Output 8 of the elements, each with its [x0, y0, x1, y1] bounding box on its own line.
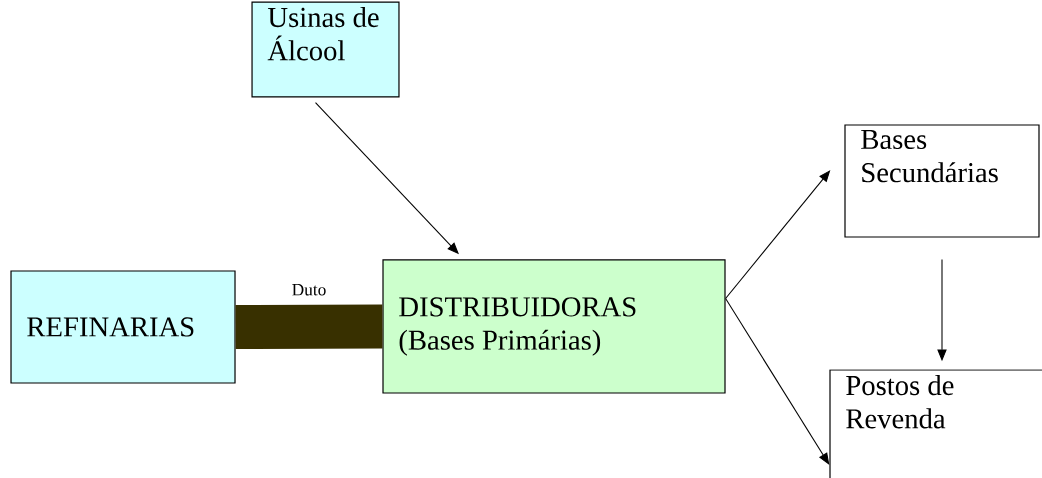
arrow — [725, 297, 830, 465]
secondary-bases-box: Bases Secundárias — [844, 124, 1040, 238]
retail-box: Postos de Revenda — [829, 369, 1042, 478]
edge-label: Duto — [292, 284, 326, 296]
distributor-box: DISTRIBUIDORAS (Bases Primárias) — [382, 259, 726, 394]
pipe — [235, 304, 383, 349]
usinas-box: Usinas de Álcool — [251, 1, 400, 98]
refinery-box: REFINARIAS — [10, 270, 236, 384]
